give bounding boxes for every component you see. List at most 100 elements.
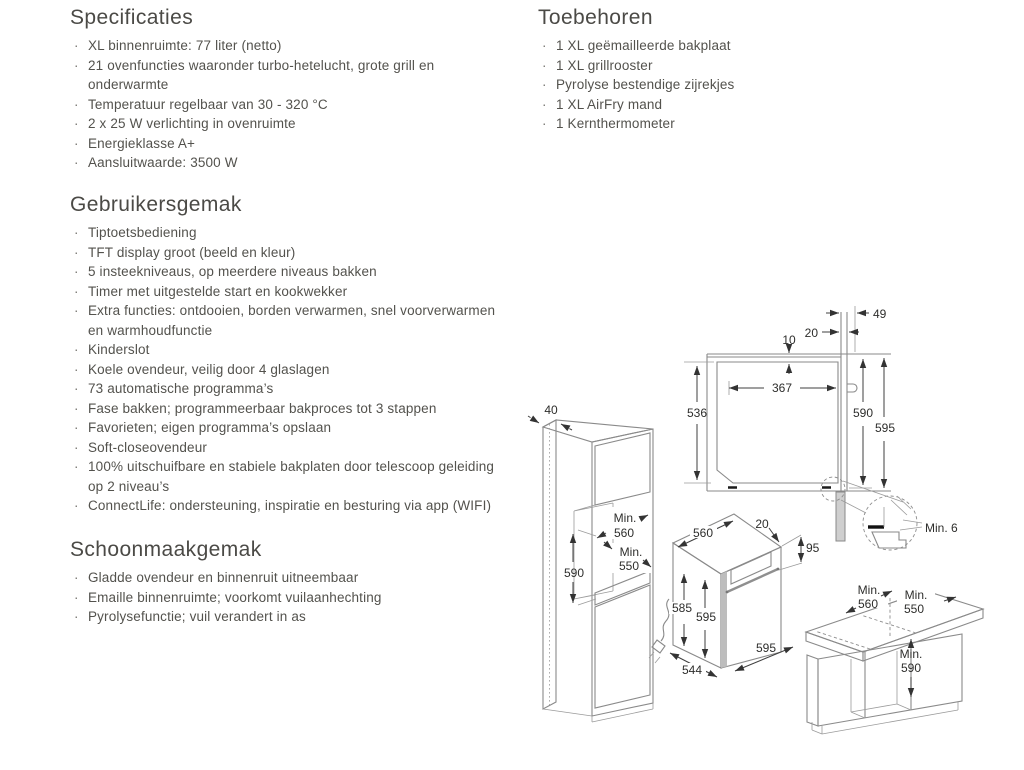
dim-extension <box>684 361 714 484</box>
section-title-toebehoren: Toebehoren <box>538 6 653 29</box>
dim-label-column-min-depth: Min. <box>614 511 637 525</box>
dim-label-detail-min6: Min. 6 <box>925 521 958 535</box>
list-item: 1 XL AirFry mand <box>538 95 958 115</box>
section-gebruikersgemak: Gebruikersgemak TiptoetsbedieningTFT dis… <box>70 192 538 516</box>
list-item: Pyrolysefunctie; vuil verandert in as <box>70 607 530 627</box>
list-item: 1 Kernthermometer <box>538 114 958 134</box>
list-item: XL binnenruimte: 77 liter (netto) <box>70 36 530 56</box>
detail-zoom-circle <box>862 495 918 551</box>
label-backdrop <box>897 585 935 613</box>
dim-label-column-590: 590 <box>564 566 584 580</box>
list-item: Koele ovendeur, veilig door 4 glaslagen <box>70 360 538 380</box>
dim-arrow <box>603 540 613 550</box>
oven-handle-end <box>725 590 729 594</box>
dim-arrow <box>638 514 649 522</box>
dim-label-section-536: 536 <box>687 406 707 420</box>
section-title-specificaties: Specificaties <box>70 6 194 29</box>
list-item: 5 insteekniveaus, op meerdere niveaus ba… <box>70 262 538 282</box>
label-backdrop <box>604 507 646 539</box>
column-niche-interior <box>573 502 614 600</box>
section-specificaties: Specificaties XL binnenruimte: 77 liter … <box>70 5 530 173</box>
dim-label-column-min-width: Min. <box>620 545 643 559</box>
dim-arrow <box>642 558 652 568</box>
list-item: Aansluitwaarde: 3500 W <box>70 153 530 173</box>
gebruikersgemak-list: TiptoetsbedieningTFT display groot (beel… <box>70 223 538 516</box>
list-item: 1 XL geëmailleerde bakplaat <box>538 36 958 56</box>
dim-label-column-min-depth-value: 560 <box>614 526 634 540</box>
label-backdrop <box>678 663 706 676</box>
section-oven-cavity <box>716 361 839 484</box>
base-cabinet-left-end <box>806 654 819 727</box>
dim-label-oven-595-side: 595 <box>696 610 716 624</box>
base-niche-interior <box>850 651 912 719</box>
detail-leader-lines <box>899 519 923 531</box>
countertop-front-edge <box>862 608 984 662</box>
dim-label-base-min-width: Min. <box>905 588 928 602</box>
dim-label-column-40: 40 <box>544 403 558 417</box>
detail-connector-lines <box>840 480 904 514</box>
diagram-niche-section-view: 49 20 10 367 536 590 595 <box>684 306 958 551</box>
list-item: 2 x 25 W verlichting in ovenruimte <box>70 114 530 134</box>
dim-arrow <box>560 423 573 432</box>
label-backdrop <box>693 611 718 623</box>
list-item: Temperatuur regelbaar van 30 - 320 °C <box>70 95 530 115</box>
oven-handle <box>726 567 779 594</box>
section-schoonmaakgemak: Schoonmaakgemak Gladde ovendeur en binne… <box>70 537 530 627</box>
base-cabinet-divisions <box>864 643 912 718</box>
diagram-tall-column-cabinet: 40 Min. 560 Min. 550 590 <box>527 403 654 723</box>
list-item: Extra functies: ontdooien, borden verwar… <box>70 301 538 340</box>
oven-handle-end <box>776 567 780 571</box>
dim-label-section-20: 20 <box>805 326 819 340</box>
list-item: 73 automatische programma’s <box>70 379 538 399</box>
column-top-face <box>541 419 654 443</box>
list-item: Soft-closeovendeur <box>70 438 538 458</box>
dim-arrow <box>768 527 780 543</box>
dim-label-oven-95: 95 <box>806 541 820 555</box>
oven-power-plug <box>651 639 666 654</box>
label-backdrop <box>690 526 717 538</box>
column-upper-door <box>594 432 651 506</box>
dim-label-oven-20: 20 <box>755 517 769 531</box>
dim-label-section-10: 10 <box>782 333 796 347</box>
list-item: ConnectLife: ondersteuning, inspiratie e… <box>70 496 538 516</box>
oven-control-panel-recess <box>730 551 772 585</box>
dim-label-oven-585: 585 <box>672 601 692 615</box>
list-item: TFT display groot (beeld en kleur) <box>70 243 538 263</box>
column-niche-shelf <box>594 570 651 606</box>
diagram-undercounter-cabinet: Min. 560 Min. 550 Min. 590 <box>804 580 985 735</box>
detail-corner-lines <box>883 495 912 527</box>
dim-label-section-595: 595 <box>875 421 895 435</box>
list-item: Energieklasse A+ <box>70 134 530 154</box>
list-item: Pyrolyse bestendige zijrekjes <box>538 75 958 95</box>
dim-arrow <box>596 530 607 539</box>
section-toebehoren: Toebehoren 1 XL geëmailleerde bakplaat1 … <box>538 5 958 134</box>
section-title-gebruikersgemak: Gebruikersgemak <box>70 193 242 216</box>
column-plinth <box>542 703 654 723</box>
dim-label-section-49: 49 <box>873 307 887 321</box>
dim-label-base-min-width-value: 550 <box>904 602 924 616</box>
section-open-door-bar <box>835 491 846 542</box>
list-item: Emaille binnenruimte; voorkomt vuilaanhe… <box>70 588 530 608</box>
section-door-plane <box>840 312 848 491</box>
list-item: 100% uitschuifbare en stabiele bakplaten… <box>70 457 538 496</box>
list-item: 1 XL grillrooster <box>538 56 958 76</box>
dim-label-base-min-height-value: 590 <box>901 661 921 675</box>
dim-label-base-min-height: Min. <box>900 647 923 661</box>
dim-label-base-min-depth-value: 560 <box>858 597 878 611</box>
base-cabinet-front <box>817 633 963 727</box>
detail-door-profile <box>871 531 907 549</box>
countertop-top <box>804 590 985 653</box>
list-item: Timer met uitgestelde start en kookwekke… <box>70 282 538 302</box>
list-item: Fase bakken; programmeerbaar bakproces t… <box>70 399 538 419</box>
dim-label-section-590: 590 <box>853 406 873 420</box>
list-item: Favorieten; eigen programma’s opslaan <box>70 418 538 438</box>
dim-line <box>734 646 794 672</box>
dim-extension <box>778 534 803 571</box>
niche-projection-dashes <box>814 598 917 650</box>
dim-arrow <box>845 606 857 614</box>
toebehoren-list: 1 XL geëmailleerde bakplaat1 XL grillroo… <box>538 36 958 134</box>
dim-arrow <box>943 596 957 603</box>
dim-arrow <box>880 590 893 598</box>
